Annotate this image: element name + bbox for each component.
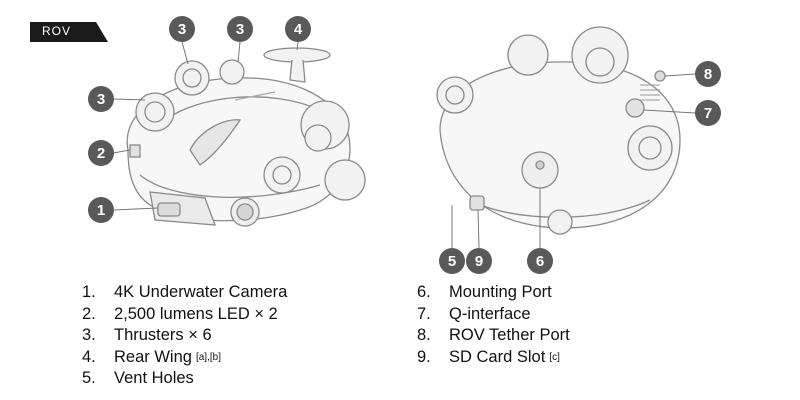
list-item: 7.Q-interface <box>417 304 531 323</box>
footnote-ref: [a],[b] <box>195 351 221 363</box>
component-list-left: 1.4K Underwater Camera 2.2,500 lumens LE… <box>82 282 287 390</box>
list-item: 8.ROV Tether Port <box>417 326 570 344</box>
callout-camera: 1 <box>88 197 114 223</box>
component-list-right: 6.Mounting Port 7.Q-interface 8.ROV Teth… <box>417 282 570 368</box>
rov-front-view <box>126 47 366 227</box>
list-item: 1.4K Underwater Camera <box>82 283 288 301</box>
callout-tether-port: 8 <box>695 61 721 87</box>
footnote-ref: [c] <box>549 351 560 363</box>
section-tag-background <box>30 22 108 42</box>
callout-sd-card-slot: 9 <box>466 248 492 274</box>
callout-led: 2 <box>88 140 114 166</box>
list-item: 9.SD Card Slot[c] <box>417 347 570 369</box>
list-item: 6.Mounting Port <box>417 283 552 301</box>
callout-q-interface: 7 <box>695 100 721 126</box>
list-item: 5.Vent Holes <box>82 369 194 387</box>
rov-bottom-view <box>436 26 681 235</box>
callout-vent-holes: 5 <box>439 248 465 274</box>
callout-rear-wing: 4 <box>285 16 311 42</box>
callout-thrusters: 3 <box>169 16 195 42</box>
list-item: 3.Thrusters × 6 <box>82 326 212 344</box>
callout-mounting-port: 6 <box>527 248 553 274</box>
rov-illustration <box>112 26 696 249</box>
section-tag-label: ROV <box>42 24 72 38</box>
list-item: 4.Rear Wing[a],[b] <box>82 347 287 369</box>
callout-thrusters: 3 <box>88 86 114 112</box>
section-tag: ROV <box>30 22 108 42</box>
list-item: 2.2,500 lumens LED × 2 <box>82 304 278 323</box>
callout-thrusters: 3 <box>227 16 253 42</box>
leader-lines <box>112 41 696 249</box>
